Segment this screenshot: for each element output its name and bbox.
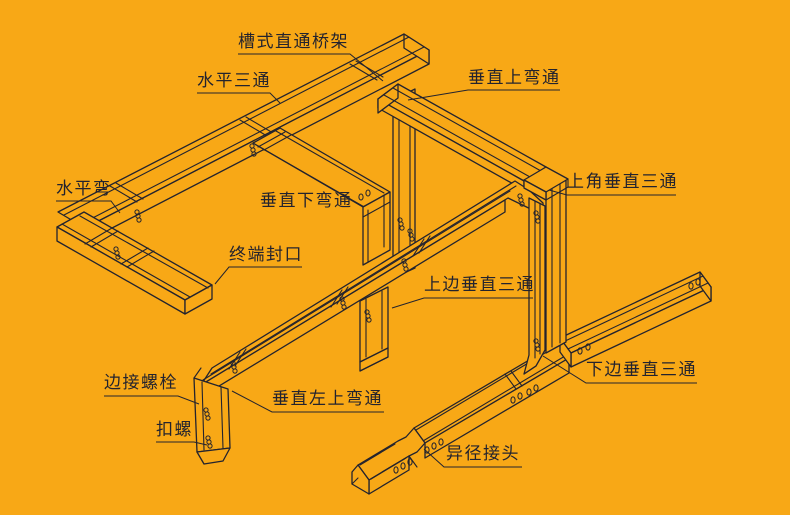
label-reducer-joint: 异径接头 xyxy=(446,444,520,464)
top-corner-tee xyxy=(523,166,569,201)
northeast-branch-tray xyxy=(559,271,712,368)
rear-vertical-drop xyxy=(545,169,567,354)
label-terminal-end-cap: 终端封口 xyxy=(229,245,303,265)
bolt-coil xyxy=(230,258,409,374)
label-vertical-down-bend: 垂直下弯通 xyxy=(260,191,353,211)
bolt-coil xyxy=(364,309,372,323)
tee-branch-down-bend xyxy=(252,127,391,266)
label-vertical-up-bend: 垂直上弯通 xyxy=(468,68,561,88)
front-arm-tray xyxy=(56,211,213,315)
label-top-corner-vertical-tee: 上角垂直三通 xyxy=(567,172,678,192)
bolt-coil xyxy=(517,193,541,352)
label-vertical-left-up-bend: 垂直左上弯通 xyxy=(272,389,383,409)
bolt-coil xyxy=(203,407,213,449)
bolt-coil xyxy=(397,217,415,242)
label-edge-connecting-bolt: 边接螺栓 xyxy=(104,373,178,393)
bolt-coil xyxy=(113,246,121,260)
label-horizontal-tee: 水平三通 xyxy=(197,71,271,91)
bolt-holes xyxy=(358,189,371,201)
label-trough-straight-tray: 槽式直通桥架 xyxy=(238,32,349,52)
leader-lines xyxy=(56,53,697,468)
bolt-holes xyxy=(393,384,539,474)
label-top-side-vertical-tee: 上边垂直三通 xyxy=(424,275,535,295)
front-vertical-drop xyxy=(517,193,546,375)
vertical-up-bend-tray xyxy=(377,83,547,191)
top-side-tee-stub xyxy=(359,286,389,372)
label-bottom-side-vertical-tee: 下边垂直三通 xyxy=(586,360,697,380)
bolt-coil xyxy=(134,143,257,223)
label-buckle-screw: 扣螺 xyxy=(156,420,193,440)
bolt-holes xyxy=(577,278,701,355)
label-horizontal-bend: 水平弯 xyxy=(56,179,112,199)
left-vertical-leg xyxy=(193,367,231,465)
